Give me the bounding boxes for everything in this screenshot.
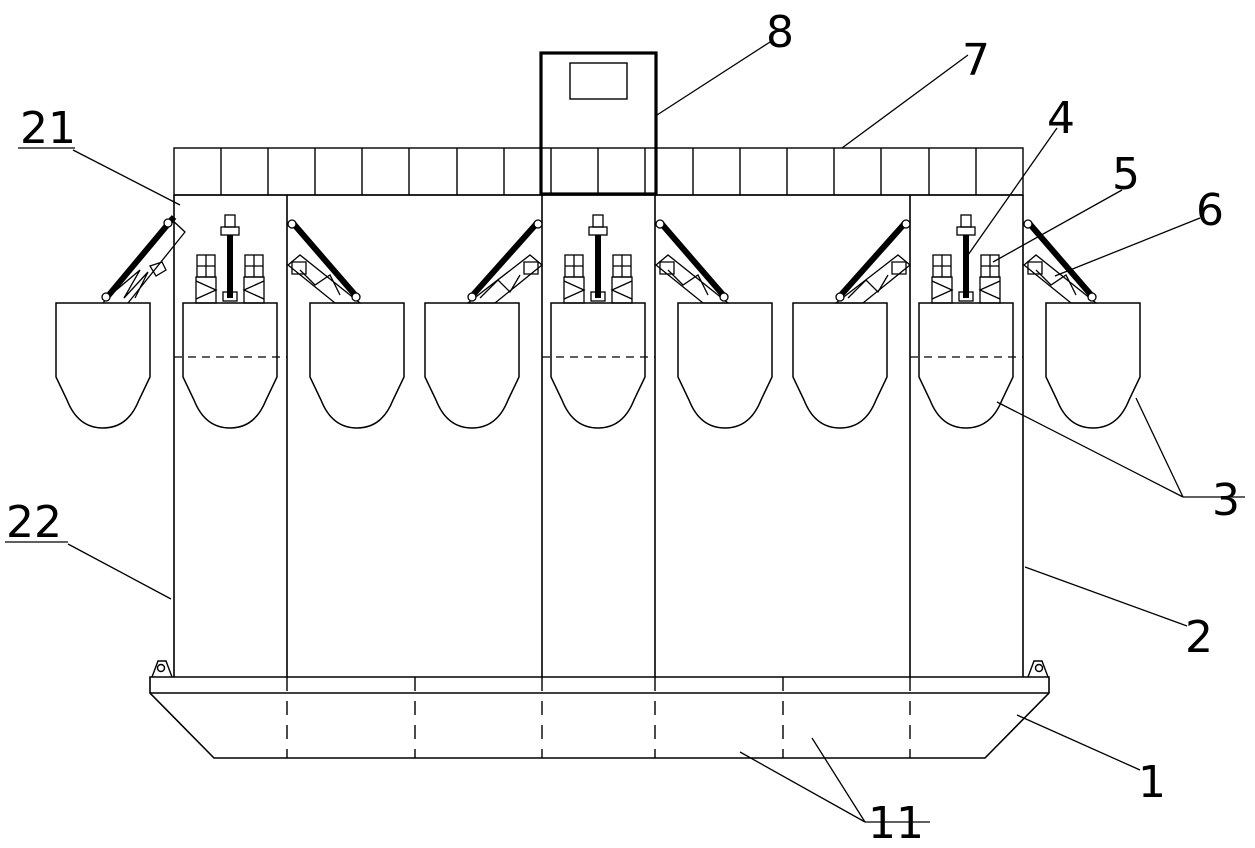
label-3: 3 — [1212, 475, 1240, 526]
center-mechanism — [931, 214, 1001, 304]
label-22: 22 — [6, 497, 62, 548]
bucket — [424, 302, 520, 429]
label-21: 21 — [20, 103, 76, 154]
side-arm — [1022, 219, 1098, 304]
control-cabin — [539, 51, 658, 196]
hull-bulkheads — [286, 677, 911, 758]
side-arm — [834, 219, 912, 304]
label-6: 6 — [1196, 185, 1224, 236]
side-arm — [466, 219, 544, 304]
label-1: 1 — [1138, 757, 1166, 808]
bucket — [677, 302, 773, 429]
side-arm — [286, 219, 362, 304]
center-mechanism — [563, 214, 633, 304]
bucket — [55, 302, 151, 429]
label-7: 7 — [962, 35, 990, 86]
side-arm — [101, 215, 186, 304]
center-mechanisms — [195, 214, 1001, 304]
top-beam — [173, 147, 1024, 196]
hull — [149, 676, 1050, 759]
label-11: 11 — [868, 798, 924, 848]
label-2: 2 — [1185, 612, 1213, 663]
buckets — [55, 302, 1141, 429]
bucket — [918, 302, 1014, 429]
callout-labels: 8 7 4 5 6 3 2 1 11 21 22 — [6, 7, 1240, 848]
label-5: 5 — [1112, 149, 1140, 200]
bucket — [182, 302, 278, 429]
bucket — [1045, 302, 1141, 429]
bucket — [792, 302, 888, 429]
side-arms — [101, 215, 1098, 304]
leader-lines — [5, 41, 1245, 823]
label-8: 8 — [766, 7, 794, 58]
center-mechanism — [195, 214, 265, 304]
side-arm — [654, 219, 730, 304]
bucket — [550, 302, 646, 429]
label-4: 4 — [1047, 93, 1075, 144]
bucket — [309, 302, 405, 429]
hull-corner-lugs — [151, 660, 1049, 678]
